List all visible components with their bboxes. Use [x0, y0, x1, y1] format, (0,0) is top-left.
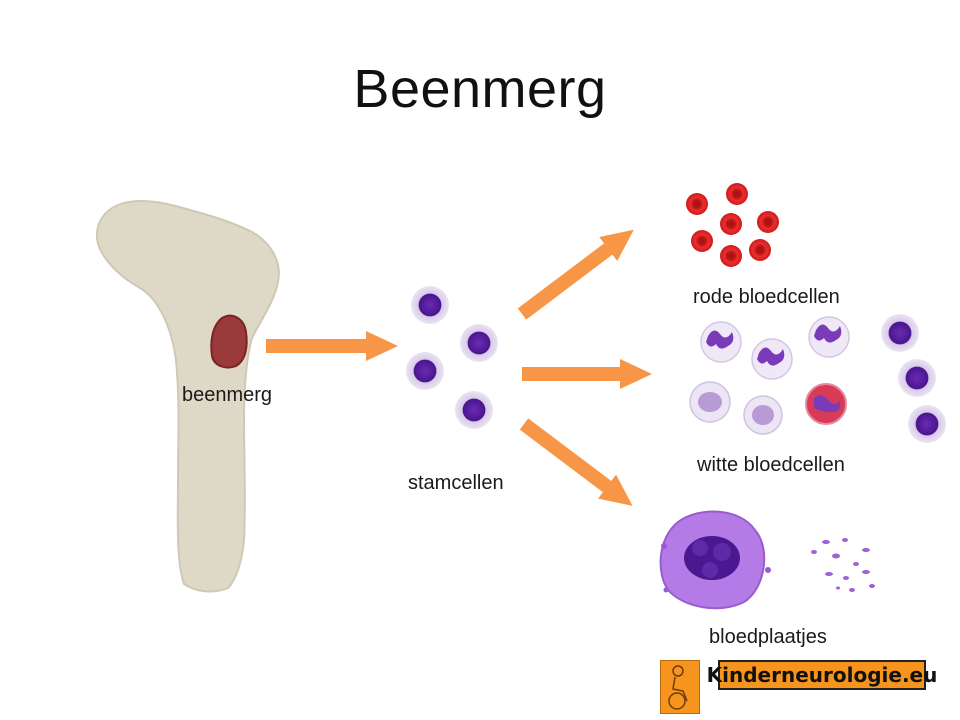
eosinophil — [805, 383, 847, 425]
label-stamcellen: stamcellen — [408, 472, 504, 494]
arrow-bone-to-stem — [266, 331, 398, 361]
marrow-region — [210, 314, 248, 369]
slide-title: Beenmerg — [353, 59, 607, 119]
lymphocyte — [908, 405, 946, 443]
logo-kinderneurologie[interactable]: Kinderneurologie.eu — [707, 660, 937, 690]
label-witte-bloedcellen: witte bloedcellen — [697, 454, 845, 476]
label-rode-bloedcellen: rode bloedcellen — [693, 286, 840, 308]
neutrophil — [808, 316, 850, 358]
stem-cell — [455, 391, 493, 429]
lymphocyte — [898, 359, 936, 397]
red-cell — [691, 230, 713, 252]
monocyte — [689, 381, 731, 423]
bone-illustration — [96, 199, 280, 593]
stem-cells — [406, 286, 498, 429]
stem-cell — [406, 352, 444, 390]
red-cell — [720, 213, 742, 235]
white-blood-cells — [689, 314, 946, 443]
arrows — [266, 229, 652, 506]
megakaryocyte — [659, 510, 771, 610]
platelet-fragments — [811, 538, 875, 592]
red-blood-cells — [686, 183, 779, 267]
monocyte — [743, 395, 783, 435]
arrow-to-white-cells — [522, 359, 652, 389]
red-cell — [686, 193, 708, 215]
stem-cell — [460, 324, 498, 362]
child-wheelchair-icon — [660, 660, 700, 714]
lymphocyte — [881, 314, 919, 352]
label-beenmerg: beenmerg — [182, 384, 273, 406]
femur-bone — [96, 199, 280, 593]
red-cell — [726, 183, 748, 205]
label-bloedplaatjes: bloedplaatjes — [709, 626, 827, 648]
neutrophil — [700, 321, 742, 363]
red-cell — [720, 245, 742, 267]
neutrophil — [751, 338, 793, 380]
red-cell — [749, 239, 771, 261]
arrow-to-red-cells — [517, 229, 634, 320]
red-cell — [757, 211, 779, 233]
stem-cell — [411, 286, 449, 324]
arrow-to-platelets — [519, 418, 633, 506]
platelets-group — [659, 510, 875, 610]
